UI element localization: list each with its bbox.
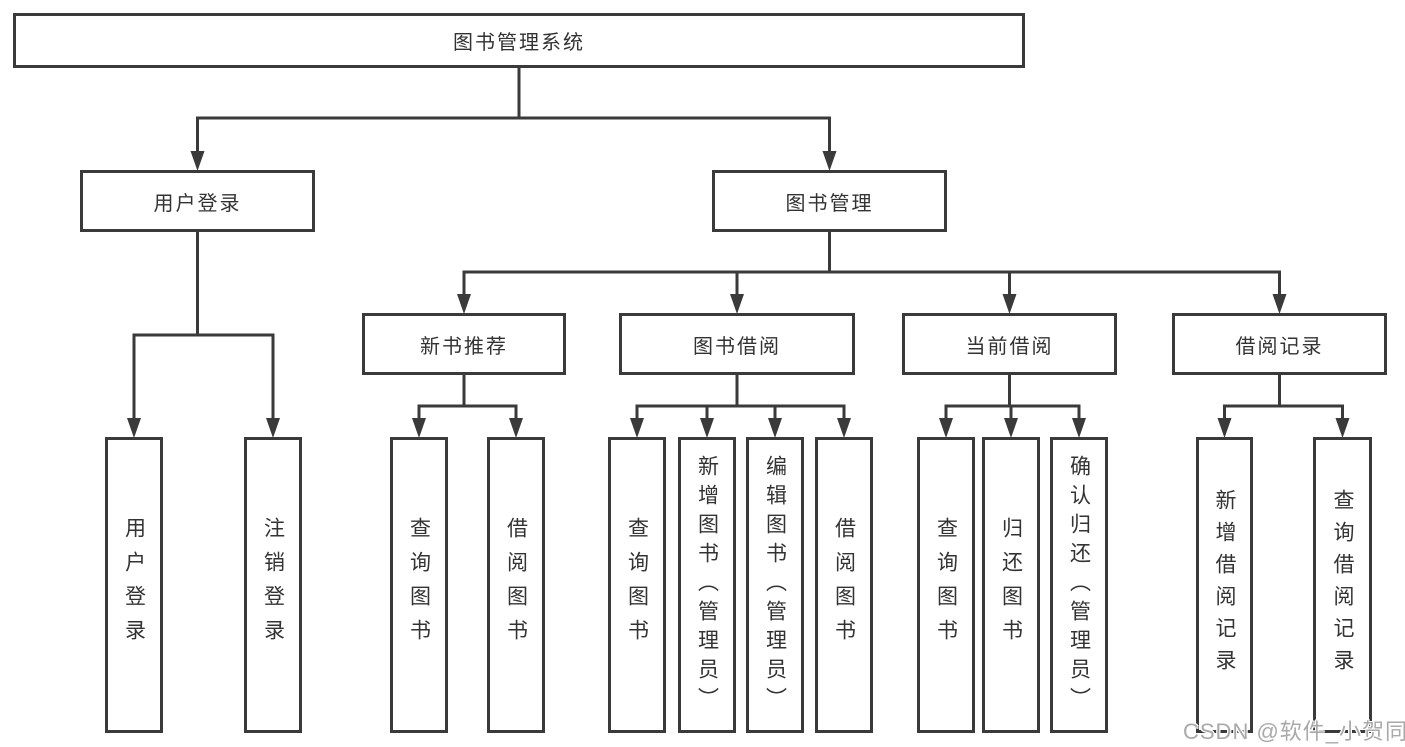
node-add-borrow-record: 新增借阅记录 (1196, 437, 1253, 733)
node-label: 用户登录 (122, 517, 146, 653)
node-label: 查询图书 (625, 517, 649, 653)
node-label: 确认归还（管理员） (1067, 454, 1091, 716)
node-label: 图书借阅 (693, 335, 781, 358)
node-query-books: 查询图书 (917, 437, 975, 733)
node-label: 归还图书 (999, 517, 1023, 653)
node-library-management-system: 图书管理系统 (13, 13, 1025, 68)
node-label: 新书推荐 (420, 335, 508, 358)
node-label: 新增借阅记录 (1213, 489, 1236, 681)
node-label: 查询借阅记录 (1331, 489, 1354, 681)
node-label: 借阅图书 (504, 517, 528, 653)
node-borrow-books: 借阅图书 (487, 437, 545, 733)
node-new-book-recommendation: 新书推荐 (362, 313, 566, 375)
node-label: 注销登录 (261, 517, 285, 653)
node-logout-action: 注销登录 (244, 437, 302, 733)
node-label: 当前借阅 (965, 335, 1054, 358)
node-query-books: 查询图书 (390, 437, 448, 733)
node-confirm-return-admin: 确认归还（管理员） (1050, 437, 1108, 733)
node-label: 查询图书 (407, 517, 431, 653)
node-user-login-action: 用户登录 (105, 437, 163, 733)
node-borrow-books: 借阅图书 (815, 437, 873, 733)
node-label: 新增图书（管理员） (695, 454, 719, 716)
node-label: 图书管理系统 (453, 32, 585, 54)
node-current-borrowing: 当前借阅 (902, 313, 1117, 375)
node-label: 借阅记录 (1235, 335, 1324, 358)
node-label: 图书管理 (785, 192, 874, 215)
node-book-borrowing: 图书借阅 (619, 313, 855, 375)
node-return-books: 归还图书 (982, 437, 1040, 733)
node-user-login: 用户登录 (80, 170, 315, 232)
csdn-watermark: CSDN @软件_小贺同学 (1183, 719, 1405, 744)
node-label: 借阅图书 (832, 517, 856, 653)
node-label: 编辑图书（管理员） (763, 454, 787, 716)
node-query-books: 查询图书 (608, 437, 666, 733)
node-edit-book-admin: 编辑图书（管理员） (746, 437, 804, 733)
node-book-management: 图书管理 (712, 170, 947, 232)
node-label: 用户登录 (153, 192, 242, 215)
node-label: 查询图书 (934, 517, 958, 653)
node-add-book-admin: 新增图书（管理员） (678, 437, 736, 733)
node-query-borrow-record: 查询借阅记录 (1313, 437, 1372, 733)
node-borrowing-records: 借阅记录 (1172, 313, 1387, 375)
